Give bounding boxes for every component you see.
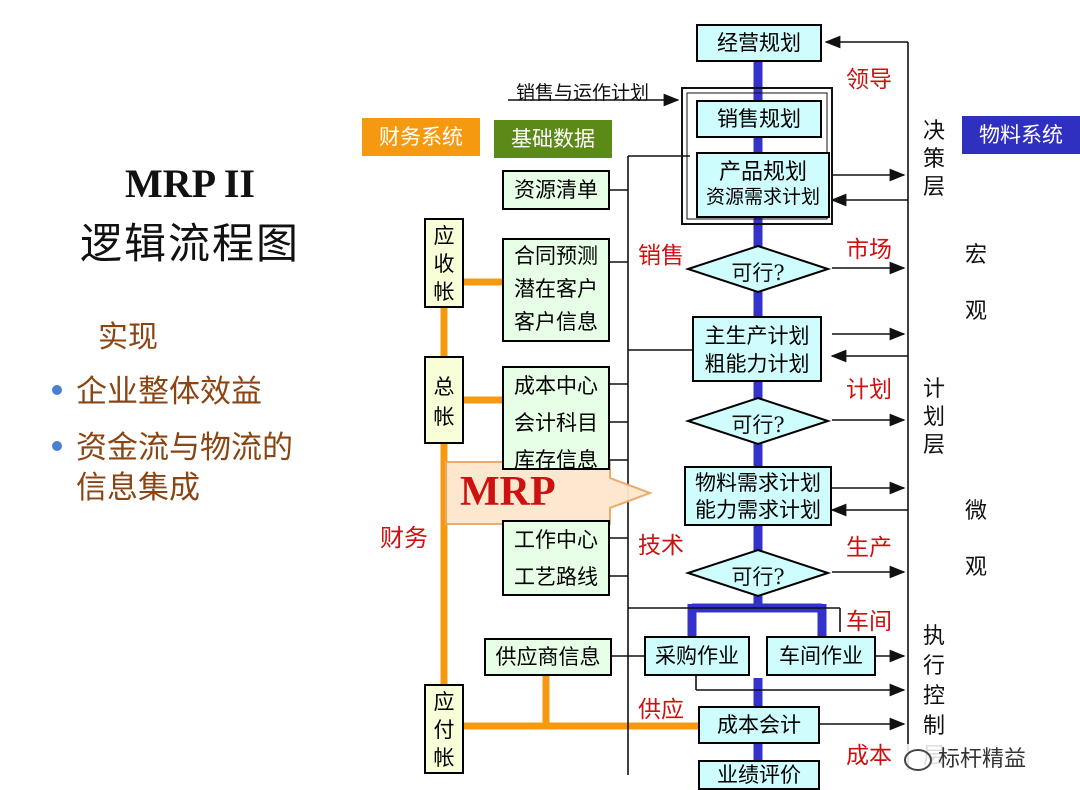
label-supply: 供应	[638, 697, 684, 723]
mps-box: 主生产计划 粗能力计划	[692, 316, 822, 382]
general-ledger-box: 总帐	[424, 356, 464, 444]
sales-op-plan-label: 销售与运作计划	[516, 82, 650, 104]
feasible-1: 可行?	[731, 261, 785, 285]
cost-accounting-box: 成本会计	[698, 706, 820, 744]
header-finance-system: 财务系统	[362, 118, 480, 156]
cost-center: 成本中心	[514, 374, 598, 398]
feasible-2: 可行?	[731, 413, 785, 437]
label-workshop: 车间	[846, 609, 892, 635]
contract-group-box: 合同预测 潜在客户 客户信息	[502, 238, 610, 342]
bullet-1: 企业整体效益	[52, 372, 262, 412]
receivable-box: 应收帐	[424, 218, 464, 308]
label-production: 生产	[846, 535, 892, 561]
account-subject: 会计科目	[514, 411, 598, 435]
realize-heading: 实现	[98, 320, 158, 355]
label-finance: 财务	[380, 524, 428, 552]
label-market: 市场	[846, 237, 892, 263]
bullet-2: 资金流与物流的	[52, 428, 293, 468]
performance-box: 业绩评价	[698, 760, 820, 790]
title-mrp: MRP II	[125, 161, 255, 206]
label-sales: 销售	[638, 243, 684, 269]
wechat-icon	[904, 749, 932, 771]
feasible-3: 可行?	[731, 565, 785, 589]
routing-group-box: 工作中心 工艺路线	[502, 520, 610, 596]
purchasing-box: 采购作业	[644, 636, 750, 676]
layer-planning: 计划层	[922, 377, 945, 458]
resource-requirement-plan: 资源需求计划	[705, 186, 820, 209]
label-plan: 计划	[846, 377, 892, 403]
bullet-dot-icon	[52, 384, 62, 395]
label-tech: 技术	[638, 533, 684, 559]
layer-micro: 微观	[964, 499, 987, 580]
rough-capacity-plan: 粗能力计划	[704, 352, 810, 376]
work-center: 工作中心	[514, 528, 598, 552]
mrp-arrow-label: MRP	[460, 469, 556, 515]
title-flowchart: 逻辑流程图	[79, 219, 300, 268]
process-route: 工艺路线	[514, 565, 598, 589]
business-plan-box: 经营规划	[696, 24, 822, 62]
label-cost: 成本	[846, 743, 892, 769]
inventory-info: 库存信息	[514, 448, 598, 470]
bullet-2-cont: 信息集成	[76, 470, 200, 506]
workshop-op-box: 车间作业	[766, 636, 876, 676]
header-material-system: 物料系统	[962, 116, 1080, 154]
master-production-schedule: 主生产计划	[704, 324, 810, 348]
capacity-requirement-plan: 能力需求计划	[695, 498, 821, 522]
contract-forecast: 合同预测	[514, 244, 598, 268]
watermark: 标杆精益	[900, 744, 1080, 775]
potential-customer: 潜在客户	[514, 277, 598, 301]
material-requirement-plan: 物料需求计划	[695, 471, 821, 495]
product-plan-box: 产品规划 资源需求计划	[696, 152, 830, 218]
layer-macro: 宏观	[964, 243, 987, 324]
mrp-box: 物料需求计划 能力需求计划	[684, 466, 832, 526]
resource-list-box: 资源清单	[502, 170, 610, 210]
label-leader: 领导	[846, 67, 892, 93]
customer-info: 客户信息	[514, 310, 598, 334]
bullet-dot-icon	[52, 440, 62, 451]
sales-plan-box: 销售规划	[696, 100, 822, 138]
cost-group-box: 成本中心 会计科目 库存信息	[502, 366, 610, 470]
payable-box: 应付帐	[424, 684, 464, 774]
supplier-info-box: 供应商信息	[484, 638, 612, 676]
header-base-data: 基础数据	[494, 120, 612, 158]
layer-decision: 决策层	[922, 119, 945, 200]
product-plan: 产品规划	[718, 160, 807, 185]
